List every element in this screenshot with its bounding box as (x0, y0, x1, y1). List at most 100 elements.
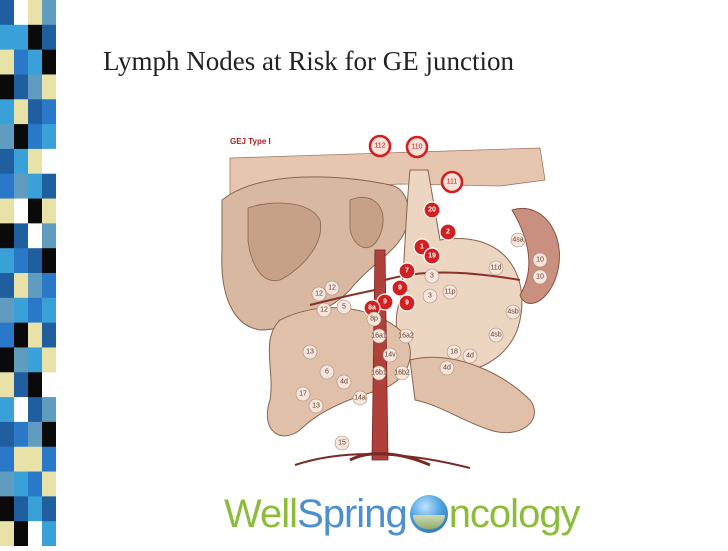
sidebar-block (0, 322, 14, 348)
sidebar-block (28, 273, 42, 299)
lymph-node-label: 16a2 (398, 333, 414, 340)
liver-lobe-right (349, 197, 384, 248)
lymph-node-label: 16b2 (394, 370, 410, 377)
sidebar-block (56, 421, 70, 448)
lymph-node-111: 111 (440, 170, 464, 194)
sidebar-block (28, 24, 42, 51)
sidebar-block (42, 198, 56, 224)
lymph-node-5: 5 (336, 299, 352, 315)
lymph-node-15: 15 (334, 435, 350, 451)
hepatic-artery (309, 289, 376, 306)
lymph-node-label: 7 (405, 268, 409, 275)
sidebar-block (28, 198, 42, 224)
sidebar-block (0, 521, 14, 547)
sidebar-block (56, 297, 70, 324)
sidebar-block (56, 99, 70, 125)
sidebar-block (42, 124, 56, 150)
lymph-node-label: 4sb (507, 309, 518, 316)
sidebar-block (56, 446, 70, 473)
splenic-artery (384, 271, 521, 281)
sidebar-block (14, 49, 28, 75)
sidebar-block (0, 198, 14, 224)
sidebar-block (56, 124, 70, 150)
sidebar-block (42, 223, 56, 249)
sidebar-block (28, 223, 42, 249)
sidebar-block (56, 49, 70, 75)
sidebar-block (28, 322, 42, 348)
sidebar-block (0, 173, 14, 200)
sidebar-block (28, 0, 42, 26)
sidebar-block (42, 397, 56, 423)
sidebar-block (28, 471, 42, 497)
sidebar-block (14, 421, 28, 448)
sidebar-block (42, 248, 56, 274)
sidebar-block (56, 471, 70, 497)
lymph-node-label: 5 (342, 304, 346, 311)
lymph-node-10: 10 (532, 269, 548, 285)
lymph-node-label: 11d (490, 265, 501, 272)
sidebar-block (14, 198, 28, 224)
lymph-node-8p: 8p (366, 311, 382, 327)
sidebar-block (14, 173, 28, 200)
sidebar-block (28, 49, 42, 75)
sidebar-block (0, 273, 14, 299)
lymph-node-14a: 14a (352, 390, 368, 406)
sidebar-block (42, 49, 56, 75)
sidebar-block (56, 173, 70, 200)
sidebar-block (28, 148, 42, 175)
sidebar-block (42, 496, 56, 522)
lymph-node-12: 12 (316, 302, 332, 318)
sidebar-block (0, 421, 14, 448)
decorative-sidebar (0, 0, 70, 547)
sidebar-block (42, 297, 56, 324)
sidebar-block (56, 223, 70, 249)
lymph-node-label: 110 (411, 144, 422, 151)
lymph-node-label: 2 (446, 229, 450, 236)
sidebar-block (0, 446, 14, 473)
sidebar-block (0, 124, 14, 150)
sidebar-block (14, 471, 28, 497)
lymph-node-17: 17 (295, 386, 311, 402)
sidebar-block (14, 496, 28, 522)
lymph-node-13: 13 (308, 398, 324, 414)
pancreas (409, 356, 535, 434)
lymph-node-label: 4d (340, 379, 348, 386)
lymph-node-18: 18 (446, 344, 462, 360)
sidebar-block (0, 347, 14, 373)
sidebar-block (28, 521, 42, 547)
sidebar-block (14, 248, 28, 274)
sidebar-block (14, 322, 28, 348)
lymph-node-10: 10 (532, 252, 548, 268)
sidebar-block (28, 347, 42, 373)
lymph-node-label: 6 (325, 369, 329, 376)
sidebar-block (42, 347, 56, 373)
lymph-node-label: 14v (384, 352, 396, 359)
sidebar-block (42, 322, 56, 348)
lymph-node-label: 13 (312, 403, 320, 410)
sidebar-block (0, 297, 14, 324)
sidebar-block (14, 24, 28, 51)
lymph-node-label: 4d (443, 365, 451, 372)
sidebar-block (42, 24, 56, 51)
lymph-node-label: 11p (444, 289, 455, 296)
sidebar-block (14, 521, 28, 547)
sidebar-block (0, 148, 14, 175)
sidebar-block (56, 273, 70, 299)
sidebar-block (28, 124, 42, 150)
sidebar-block (56, 148, 70, 175)
sidebar-block (28, 173, 42, 200)
lymph-node-label: 112 (374, 143, 385, 150)
lymph-node-19: 19 (423, 247, 441, 265)
lymph-node-16a2: 16a2 (398, 328, 414, 344)
sidebar-block (28, 421, 42, 448)
lymph-node-label: 111 (447, 179, 458, 186)
lymph-node-4d: 4d (336, 374, 352, 390)
lymph-node-4sa: 4sa (510, 232, 526, 248)
sidebar-block (14, 347, 28, 373)
sidebar-block (0, 49, 14, 75)
lymph-node-label: 12 (328, 285, 336, 292)
sidebar-pattern (0, 0, 70, 547)
sidebar-block (42, 99, 56, 125)
lymph-node-16b2: 16b2 (394, 365, 410, 381)
